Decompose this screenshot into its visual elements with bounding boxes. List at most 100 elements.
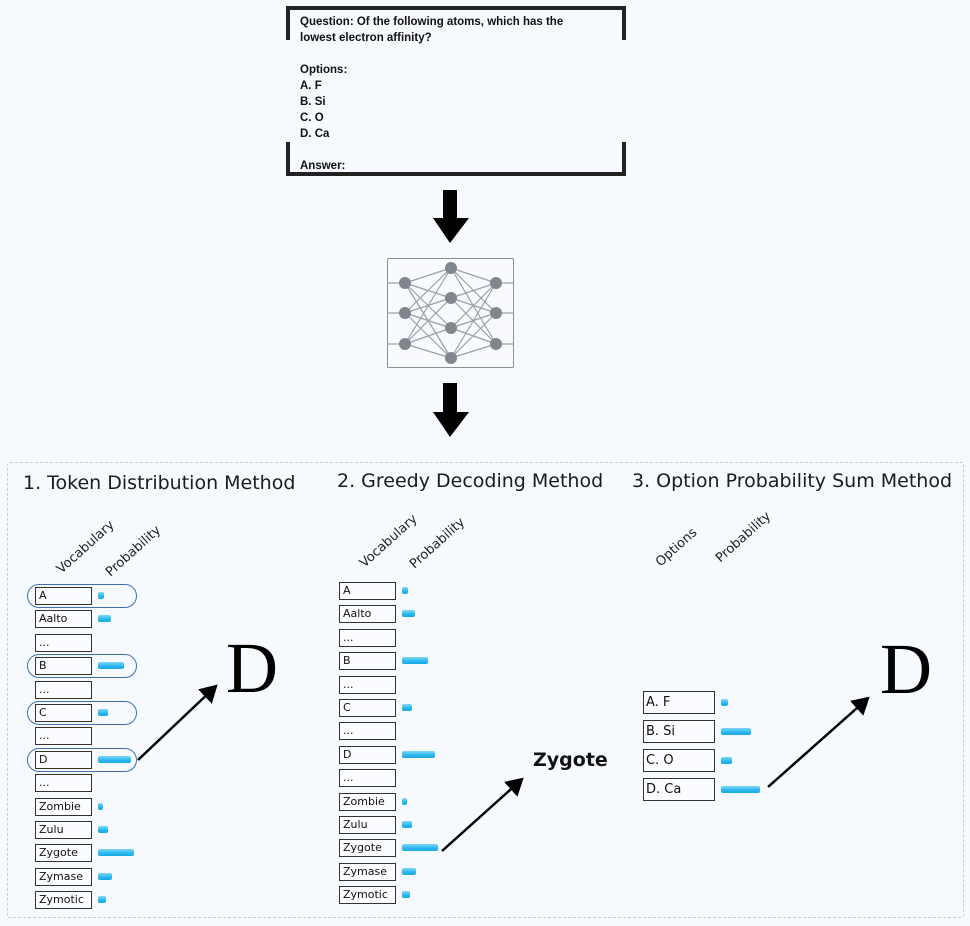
- probability-bar: [98, 826, 108, 833]
- vocabulary-token: Aalto: [35, 610, 92, 629]
- vocabulary-token: ...: [35, 774, 92, 793]
- nn-edge: [450, 312, 497, 359]
- probability-bar: [98, 849, 134, 857]
- method-title-greedy-decoding: 2. Greedy Decoding Method: [337, 470, 604, 492]
- probability-bar: [402, 750, 435, 758]
- nn-node: [490, 277, 502, 289]
- vocabulary-token: Zombie: [35, 797, 92, 816]
- nn-edge: [404, 267, 452, 314]
- nn-node: [399, 338, 411, 350]
- option-token: A. F: [643, 691, 715, 714]
- probability-bar: [402, 704, 412, 711]
- bracket-stub: [622, 142, 626, 172]
- nn-node: [445, 352, 457, 364]
- nn-node: [490, 307, 502, 319]
- probability-bar: [98, 802, 103, 810]
- vocabulary-token: ...: [339, 722, 396, 741]
- prompt-text: Question: Of the following atoms, which …: [300, 14, 620, 174]
- highlight-outline: [27, 747, 137, 772]
- nn-edge: [404, 267, 452, 284]
- nn-edge: [404, 267, 452, 345]
- vocabulary-token: Zygote: [339, 839, 396, 858]
- down-arrow-icon: [432, 383, 470, 438]
- answer-label: Answer:: [300, 160, 346, 172]
- vocabulary-token: Zymase: [339, 862, 396, 881]
- probability-bar: [402, 891, 410, 899]
- vocabulary-token: ...: [339, 769, 396, 788]
- vocabulary-token: ...: [35, 727, 92, 746]
- neural-network-icon: [387, 258, 514, 368]
- nn-node: [490, 338, 502, 350]
- option-item: B. Si: [300, 96, 326, 108]
- vocabulary-token: Zombie: [339, 792, 396, 811]
- option-item: D. Ca: [300, 128, 330, 140]
- nn-edge: [450, 267, 497, 284]
- nn-edge: [404, 343, 452, 359]
- nn-node: [399, 307, 411, 319]
- vocabulary-token: Zygote: [35, 844, 92, 863]
- down-arrow-icon: [432, 190, 470, 244]
- vocabulary-token: ...: [35, 633, 92, 652]
- bracket-stub: [286, 10, 290, 40]
- vocabulary-token: D: [339, 745, 396, 764]
- probability-bar: [98, 872, 112, 880]
- probability-bar: [98, 615, 111, 623]
- options-label: Options:: [300, 64, 348, 76]
- option-item: A. F: [300, 80, 322, 92]
- option-token: C. O: [643, 749, 715, 772]
- probability-bar: [402, 821, 412, 828]
- probability-bar: [402, 797, 407, 805]
- probability-bar: [402, 610, 415, 618]
- nn-edge: [450, 343, 497, 359]
- output-answer-greedy-decoding: Zygote: [533, 749, 608, 771]
- bracket-stub: [286, 142, 290, 172]
- nn-edge: [450, 282, 497, 329]
- vocabulary-token: ...: [339, 675, 396, 694]
- vocabulary-token: B: [339, 652, 396, 671]
- vocabulary-token: ...: [339, 628, 396, 647]
- nn-node: [399, 277, 411, 289]
- probability-bar: [98, 755, 131, 763]
- probability-bar: [402, 844, 438, 852]
- probability-bar: [98, 896, 106, 904]
- option-token: B. Si: [643, 720, 715, 743]
- output-answer-option-probability-sum: D: [880, 629, 932, 709]
- vocabulary-token: Zymotic: [35, 891, 92, 910]
- probability-bar: [402, 867, 416, 875]
- probability-bar: [402, 657, 428, 665]
- probability-bar: [98, 709, 108, 716]
- nn-edge: [404, 297, 452, 345]
- vocabulary-token: Zymase: [35, 867, 92, 886]
- prompt-box: [286, 6, 626, 176]
- probability-bar: [98, 592, 104, 599]
- vocabulary-token: B: [35, 657, 92, 676]
- method-title-token-distribution: 1. Token Distribution Method: [23, 472, 296, 494]
- probability-bar: [721, 757, 732, 764]
- nn-node: [445, 262, 457, 274]
- probability-bar: [402, 587, 408, 594]
- nn-node: [445, 292, 457, 304]
- vocabulary-token: ...: [35, 680, 92, 699]
- probability-bar: [721, 786, 760, 793]
- question-line: lowest electron affinity?: [300, 32, 432, 44]
- probability-bar: [721, 699, 728, 706]
- vocabulary-token: Zulu: [35, 821, 92, 839]
- method-title-option-probability-sum: 3. Option Probability Sum Method: [632, 470, 953, 492]
- vocabulary-token: Aalto: [339, 605, 396, 624]
- question-line: Question: Of the following atoms, which …: [300, 16, 564, 28]
- option-token: D. Ca: [643, 778, 715, 801]
- highlight-outline: [27, 584, 137, 608]
- probability-bar: [98, 662, 124, 670]
- nn-edge: [450, 282, 497, 299]
- probability-bar: [721, 728, 751, 735]
- output-answer-token-distribution: D: [226, 628, 278, 708]
- nn-edge: [404, 327, 452, 345]
- option-item: C. O: [300, 112, 324, 124]
- nn-edge: [450, 282, 497, 359]
- methods-panel: [7, 462, 964, 918]
- vocabulary-token: C: [339, 699, 396, 717]
- vocabulary-token: A: [339, 582, 396, 600]
- vocabulary-token: C: [35, 704, 92, 722]
- vocabulary-token: A: [35, 587, 92, 605]
- bracket-stub: [622, 10, 626, 40]
